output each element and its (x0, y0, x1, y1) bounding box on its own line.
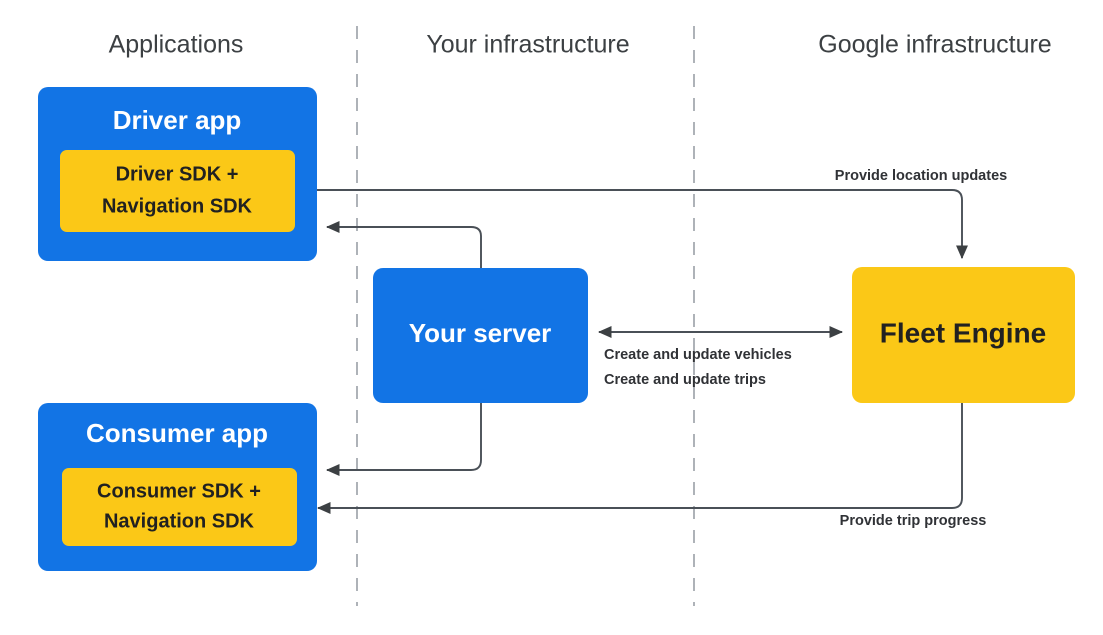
zone-title-your-infrastructure: Your infrastructure (426, 31, 629, 59)
driver-sdk-label-line2: Navigation SDK (102, 195, 253, 217)
edge-driver-sdk-to-fleet-engine (296, 189, 969, 260)
your-server-label: Your server (409, 318, 552, 348)
edge-label-create-update-vehicles: Create and update vehicles (604, 347, 792, 363)
driver-sdk-box[interactable] (60, 150, 295, 232)
consumer-sdk-label-line1: Consumer SDK + (97, 480, 261, 502)
node-driver-app[interactable]: Driver app Driver SDK + Navigation SDK (38, 87, 317, 261)
consumer-sdk-label-line2: Navigation SDK (104, 510, 255, 532)
node-your-server[interactable]: Your server (373, 268, 588, 403)
edge-label-create-update-trips: Create and update trips (604, 372, 766, 388)
node-fleet-engine[interactable]: Fleet Engine (852, 267, 1075, 403)
edge-your-server-to-driver-app (325, 220, 482, 268)
node-consumer-app[interactable]: Consumer app Consumer SDK + Navigation S… (38, 403, 317, 571)
zone-title-google-infrastructure: Google infrastructure (818, 31, 1051, 59)
edge-label-provide-trip-progress: Provide trip progress (840, 513, 987, 529)
driver-app-label: Driver app (113, 105, 242, 135)
fleet-engine-label: Fleet Engine (880, 317, 1046, 348)
edge-label-provide-location-updates: Provide location updates (835, 168, 1007, 184)
consumer-app-label: Consumer app (86, 418, 268, 448)
edge-labels: Provide location updates Create and upda… (604, 168, 1007, 529)
flow-connectors (296, 189, 969, 515)
zone-title-applications: Applications (109, 31, 244, 59)
your-server-box[interactable] (373, 268, 588, 403)
zone-dividers (356, 26, 695, 606)
edge-your-server-to-consumer-app (325, 403, 482, 477)
driver-sdk-label-line1: Driver SDK + (116, 163, 239, 185)
fleet-engine-box[interactable] (852, 267, 1075, 403)
edge-fleet-engine-to-consumer-sdk (316, 403, 963, 515)
consumer-sdk-box[interactable] (62, 468, 297, 546)
zone-titles: Applications Your infrastructure Google … (109, 31, 1052, 59)
